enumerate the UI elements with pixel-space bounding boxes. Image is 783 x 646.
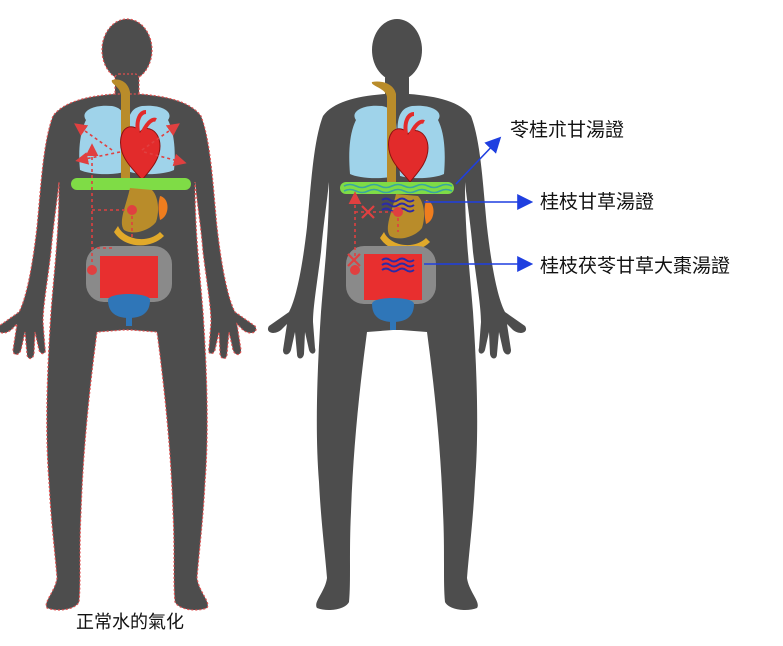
left-stomach (121, 188, 159, 233)
left-figure: 正常水的氣化 (0, 18, 257, 633)
right-figure (267, 19, 527, 610)
right-flow-node-upper (393, 207, 403, 217)
label-linggui-zhugan: 苓桂朮甘湯證 (510, 119, 624, 141)
right-blocked-flow (348, 191, 399, 268)
left-orange-organ (158, 196, 168, 220)
arrow-upper (455, 136, 502, 185)
pointer-arrows (424, 136, 534, 272)
right-intestine-waves (381, 257, 415, 273)
right-block-cross-upper (361, 205, 375, 219)
right-flow-node-lower (350, 265, 360, 275)
right-heart (388, 128, 429, 183)
right-lung-left (349, 105, 397, 179)
right-esophagus (371, 81, 396, 190)
left-flow-node-upper (127, 205, 137, 215)
left-intestine (100, 256, 158, 298)
left-spleen (114, 226, 164, 246)
right-orange-organ (424, 200, 434, 224)
caption-normal-qi: 正常水的氣化 (76, 612, 184, 633)
left-diaphragm (71, 178, 191, 190)
right-diaphragm-waves (343, 183, 453, 194)
label-guizhi-gancao: 桂枝甘草湯證 (540, 191, 654, 213)
right-bladder (372, 298, 414, 322)
left-bladder (108, 294, 150, 318)
right-block-cross-lower (347, 253, 361, 267)
left-flow-arrows (74, 123, 187, 268)
label-guizhi-fuling-dazao: 桂枝茯苓甘草大棗湯證 (540, 255, 730, 277)
left-lung-left (79, 105, 127, 175)
left-flow-node-lower (87, 265, 97, 275)
